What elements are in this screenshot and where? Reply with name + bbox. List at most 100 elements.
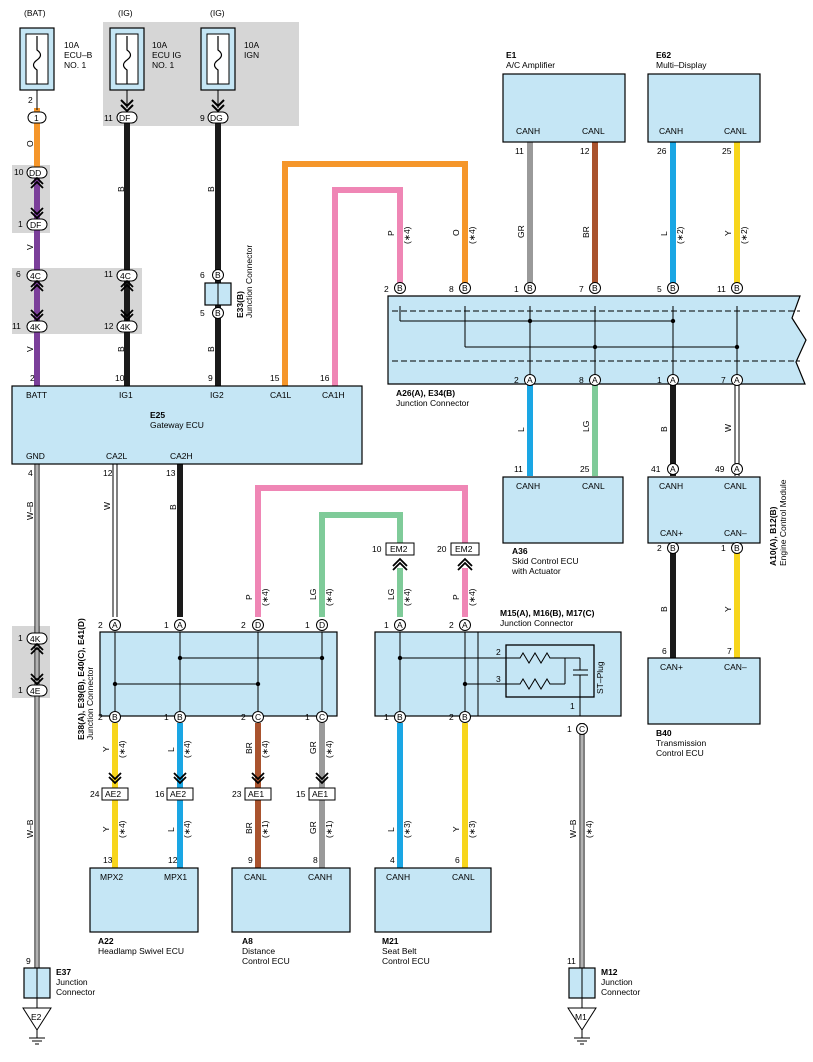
- e38-junction: 2 A 1 A 2 D 1 D 2 B 1 B 2 C 1 C E38(A), …: [76, 618, 338, 740]
- pin-label: 25: [580, 464, 590, 474]
- pin-label: 2: [657, 543, 662, 553]
- pin-label: 1: [164, 620, 169, 630]
- conn-dd-label: DD: [29, 168, 41, 178]
- a8-name1: Distance: [242, 946, 275, 956]
- a26-id: A26(A), E34(B): [396, 388, 455, 398]
- wire-label-o: O: [25, 140, 35, 147]
- pin-label: 2: [496, 647, 501, 657]
- a22-pin-mpx2: MPX2: [100, 872, 123, 882]
- note-label: (∗4): [182, 740, 192, 758]
- wire-label-br: BR: [244, 742, 254, 754]
- pin-b: B: [670, 283, 676, 293]
- pin-label: 7: [727, 646, 732, 656]
- transmission-ecu: 6 7 CAN+ CAN– B40 Transmission Control E…: [647, 646, 761, 758]
- fuse-ecu-b-source: (BAT): [24, 8, 46, 18]
- fuse-ign-source: (IG): [210, 8, 225, 18]
- pin-label: 8: [313, 855, 318, 865]
- e62-id: E62: [656, 50, 671, 60]
- pin-b: B: [527, 283, 533, 293]
- wire-label-y: Y: [723, 230, 733, 236]
- e25-pin-ca1l: CA1L: [270, 390, 292, 400]
- wire-o-ca1l: [282, 161, 468, 386]
- pin-label: 10: [372, 544, 382, 554]
- wire-lg-loop: [319, 512, 403, 617]
- wire-label-y: Y: [101, 826, 111, 832]
- ecm-pin-can-plus: CAN+: [660, 528, 683, 538]
- pin-label: 2: [98, 620, 103, 630]
- pin-c: C: [579, 724, 585, 734]
- e1-pin-canh: CANH: [516, 126, 540, 136]
- a8-pin-canl: CANL: [244, 872, 267, 882]
- conn-ae1-label: AE1: [312, 789, 328, 799]
- pin-label: 12: [103, 468, 113, 478]
- b40-name1: Transmission: [656, 738, 706, 748]
- wire-label-p: P: [386, 230, 396, 236]
- e37-name1: Junction: [56, 977, 88, 987]
- fuse-ign-name: IGN: [244, 50, 259, 60]
- m21-pin-canl: CANL: [452, 872, 475, 882]
- pin-label: 15: [296, 789, 306, 799]
- fuse-ecu-b-name: ECU–B: [64, 50, 93, 60]
- note-label: (∗3): [467, 820, 477, 838]
- fuse-ign: (IG) 10A IGN: [200, 8, 259, 91]
- e25-id: E25: [150, 410, 165, 420]
- pin-label: 1: [384, 712, 389, 722]
- m12-id: M12: [601, 967, 618, 977]
- conn-em2: 10 EM2 20 EM2: [372, 542, 480, 571]
- wire-label-b: B: [116, 346, 126, 352]
- pin-b: B: [397, 283, 403, 293]
- wire-p-ca1h: [332, 187, 403, 386]
- pin-label: 6: [16, 269, 21, 279]
- pin-label: 41: [651, 464, 661, 474]
- pin-b: B: [592, 283, 598, 293]
- engine-control-module: 41 A 49 A CANH CANL CAN+ CAN– 2 B 1 B A1…: [647, 463, 788, 566]
- pin-label: 11: [12, 321, 21, 331]
- note-label: (∗2): [739, 226, 749, 244]
- multi-display: E62 Multi–Display CANH CANL 26 25: [647, 50, 761, 156]
- term-1: 1: [27, 111, 47, 124]
- conn-em2-label: EM2: [390, 544, 408, 554]
- e62-name: Multi–Display: [656, 60, 707, 70]
- term-df: 11 DF: [104, 111, 138, 124]
- b40-pin-can-plus: CAN+: [660, 662, 683, 672]
- wire-p-loop: [255, 485, 468, 617]
- fuse-ecu-ig: (IG) 10A ECU IG NO. 1: [109, 8, 181, 91]
- pin-label: 7: [579, 284, 584, 294]
- pin-c: C: [319, 712, 325, 722]
- pin-label: 6: [455, 855, 460, 865]
- pin-a: A: [177, 620, 183, 630]
- pin-label: 12: [168, 855, 178, 865]
- pin-label: 20: [437, 544, 447, 554]
- e25-pin-batt: BATT: [26, 390, 47, 400]
- m12-name1: Junction: [601, 977, 633, 987]
- pin-label: 2: [30, 373, 35, 383]
- e25-pin-ig1: IG1: [119, 390, 133, 400]
- pin-b: B: [462, 712, 468, 722]
- wire-label-o: O: [451, 229, 461, 236]
- skid-control-ecu: 11 25 CANH CANL A36 Skid Control ECU wit…: [502, 464, 624, 576]
- pin-a: A: [112, 620, 118, 630]
- m12-name2: Connector: [601, 987, 640, 997]
- e37-id: E37: [56, 967, 71, 977]
- pin-label: 9: [248, 855, 253, 865]
- pin-a: A: [397, 620, 403, 630]
- conn-4c-label: 4C: [120, 271, 131, 281]
- wire-label-b: B: [206, 346, 216, 352]
- pin-label: 1: [18, 685, 23, 695]
- pin-label: 1: [384, 620, 389, 630]
- ground-m1-label: M1: [575, 1012, 587, 1022]
- pin-a: A: [527, 375, 533, 385]
- pin-label: 1: [514, 284, 519, 294]
- fuse-ecu-ig-no: NO. 1: [152, 60, 174, 70]
- pin-label: 2: [241, 620, 246, 630]
- wire-label-l: L: [516, 427, 526, 432]
- pin-label: 1: [164, 712, 169, 722]
- pin-label: 4: [390, 855, 395, 865]
- conn-4k-label: 4K: [120, 322, 131, 332]
- ecm-pin-canl: CANL: [724, 481, 747, 491]
- pin-label: 23: [232, 789, 242, 799]
- conn-ae1-label: AE1: [248, 789, 264, 799]
- conn-em2-label: EM2: [455, 544, 473, 554]
- e38-name: Junction Connector: [85, 667, 95, 740]
- pin-label: 11: [515, 146, 524, 156]
